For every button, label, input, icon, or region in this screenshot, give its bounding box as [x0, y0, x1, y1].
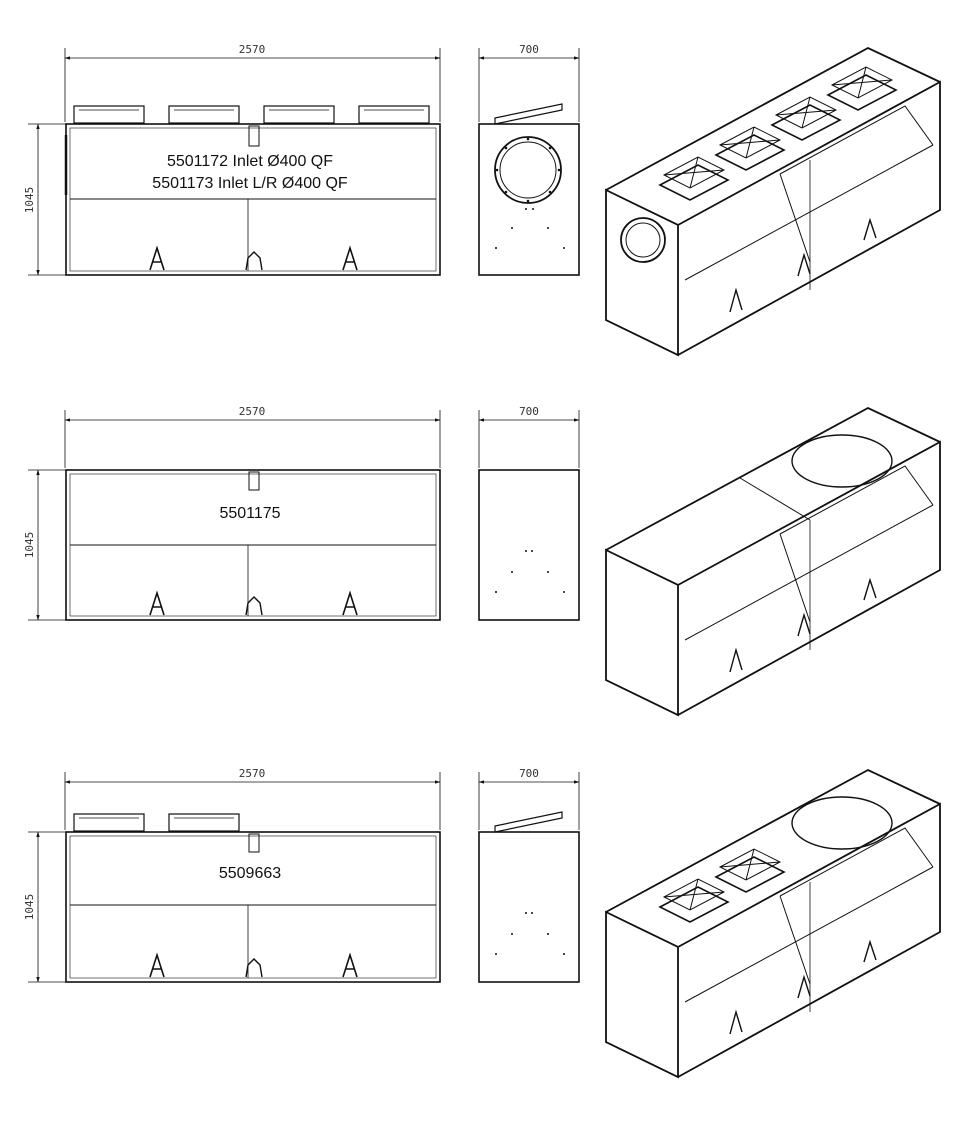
drawing-row-3: 2570 1045 5509663 70 — [23, 767, 941, 1079]
top-flanges-3 — [73, 813, 240, 832]
side-view-1: 700 — [478, 43, 580, 276]
inlet-bolts-1 — [495, 137, 565, 249]
front-view-2: 2570 1045 5501175 — [23, 405, 441, 621]
depth-dimension-2: 700 — [519, 405, 539, 418]
isometric-view-1 — [605, 46, 941, 357]
iso-top-diffusers-1 — [658, 66, 898, 201]
part-label-1b: 5501173 Inlet L/R Ø400 QF — [152, 175, 348, 192]
iso-top-diffusers-3 — [658, 848, 786, 923]
side-view-2: 700 — [478, 405, 580, 621]
width-dimension-3: 2570 — [239, 767, 266, 780]
height-dimension-2: 1045 — [23, 532, 36, 559]
width-dimension-1: 2570 — [239, 43, 266, 56]
drawing-row-2: 2570 1045 5501175 700 — [23, 405, 941, 717]
height-dimension-3: 1045 — [23, 894, 36, 921]
drawing-row-1: 2570 1045 — [23, 43, 941, 357]
front-view-1: 2570 1045 — [23, 43, 441, 276]
side-view-3: 700 — [478, 767, 580, 983]
part-label-2: 5501175 — [219, 505, 280, 522]
height-dimension-1: 1045 — [23, 187, 36, 214]
isometric-view-2 — [605, 406, 941, 717]
isometric-view-3 — [605, 768, 941, 1079]
depth-dimension-3: 700 — [519, 767, 539, 780]
depth-dimension-1: 700 — [519, 43, 539, 56]
width-dimension-2: 2570 — [239, 405, 266, 418]
front-view-3: 2570 1045 5509663 — [23, 767, 441, 983]
top-flanges-1 — [73, 105, 430, 124]
part-label-1a: 5501172 Inlet Ø400 QF — [167, 153, 333, 170]
part-label-3: 5509663 — [219, 865, 281, 882]
